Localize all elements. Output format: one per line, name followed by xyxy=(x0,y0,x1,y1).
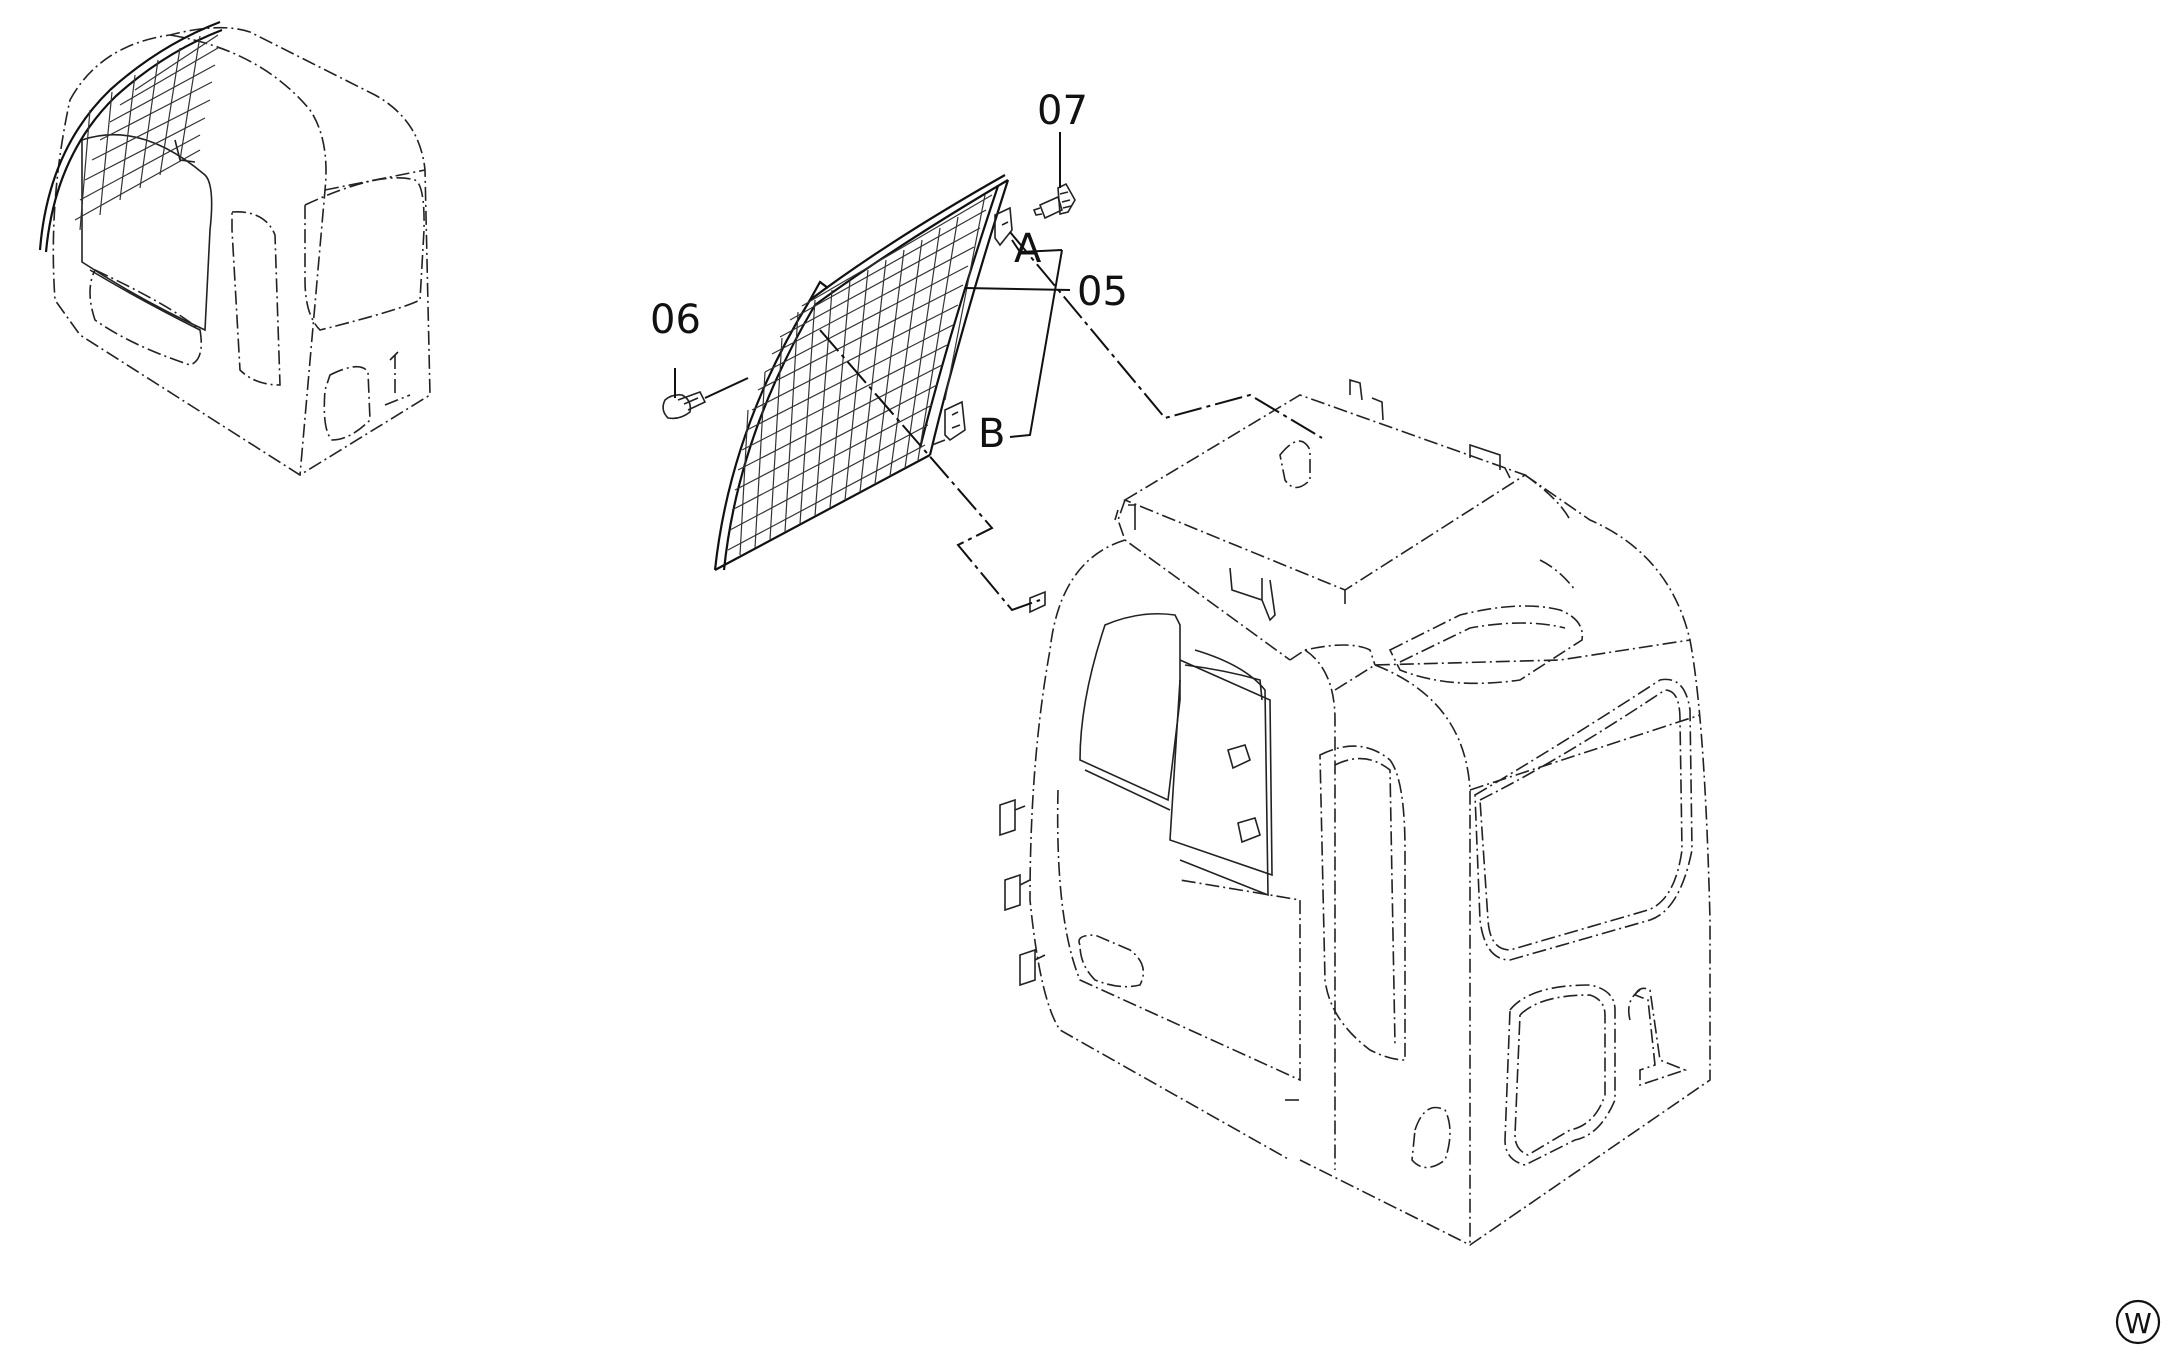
connector-b: B xyxy=(978,411,1005,457)
callout-06: 06 xyxy=(650,297,701,343)
overview-cab xyxy=(38,20,431,476)
leader-lines xyxy=(674,132,1323,612)
bolt-07 xyxy=(1032,182,1076,220)
main-cab xyxy=(999,378,1711,1246)
corner-mark: W xyxy=(2115,1299,2161,1345)
corner-mark-letter: W xyxy=(2124,1307,2152,1340)
callout-05: 05 xyxy=(1077,269,1128,315)
connector-a: A xyxy=(1014,226,1042,272)
mesh-grid xyxy=(727,194,993,556)
guard-screen xyxy=(713,174,1013,571)
callout-07: 07 xyxy=(1037,88,1088,134)
bolt-06 xyxy=(662,391,707,420)
